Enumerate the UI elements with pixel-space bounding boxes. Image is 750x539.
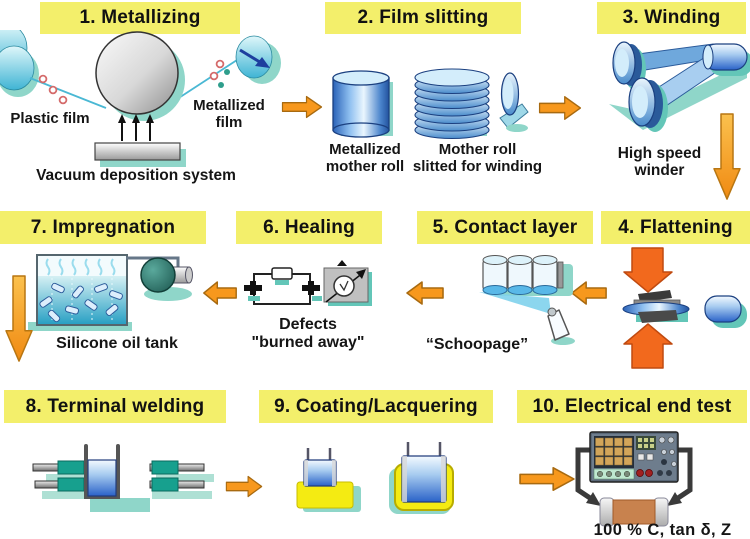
terminal-welding-illustration bbox=[32, 444, 214, 512]
impregnation-illustration bbox=[28, 254, 193, 331]
metallized-film-caption: Metallized film bbox=[193, 97, 265, 131]
arrow-step4-to-step5 bbox=[571, 281, 607, 305]
spray-cone bbox=[479, 292, 551, 314]
arrow-step7-to-step8 bbox=[5, 275, 33, 362]
contact-layer-illustration bbox=[479, 255, 575, 345]
press-arrow-down bbox=[623, 247, 673, 293]
slit-roll-discs bbox=[414, 68, 490, 140]
vapor-arrows bbox=[118, 114, 154, 141]
capacitor-dipping bbox=[303, 459, 337, 487]
arrow-step2-to-step3 bbox=[538, 96, 582, 120]
metallizing-illustration bbox=[0, 30, 281, 167]
element-shadow bbox=[90, 498, 150, 512]
holder-frame bbox=[84, 444, 120, 499]
step5-label: 5. Contact layer bbox=[417, 211, 593, 244]
tank-shadow bbox=[28, 322, 132, 331]
capacitor-element bbox=[87, 459, 117, 497]
step3-label: 3. Winding bbox=[597, 2, 746, 34]
silicone-tank-caption: Silicone oil tank bbox=[56, 335, 178, 352]
step1-label: 1. Metallizing bbox=[40, 2, 240, 34]
arrow-step9-to-step10 bbox=[519, 467, 575, 491]
pipe bbox=[126, 256, 180, 270]
winder-caption: High speed winder bbox=[617, 145, 702, 180]
plastic-film-caption: Plastic film bbox=[10, 110, 90, 127]
deposition-source-plate bbox=[94, 142, 181, 161]
test-leads bbox=[575, 447, 693, 503]
chip-capacitor-body bbox=[612, 499, 656, 525]
press-arrow-up bbox=[623, 323, 673, 369]
coating-illustration bbox=[296, 442, 454, 514]
mother-roll-body bbox=[332, 77, 390, 131]
step10-label: 10. Electrical end test bbox=[517, 390, 747, 423]
plastic-film-roll bbox=[0, 45, 35, 91]
slitted-roll-caption: Mother roll slitted for winding bbox=[412, 141, 543, 175]
vacuum-system-caption: Vacuum deposition system bbox=[36, 167, 236, 184]
capacitor-coated bbox=[401, 455, 447, 503]
step9-label: 9. Coating/Lacquering bbox=[259, 390, 493, 423]
end-test-caption: 100 % C, tan δ, Z bbox=[593, 521, 732, 539]
arrow-step1-to-step2 bbox=[281, 95, 323, 119]
capacitor-symbol bbox=[271, 267, 293, 280]
mother-roll-caption: Metallized mother roll bbox=[325, 141, 405, 175]
arrow-step5-to-step6 bbox=[406, 281, 444, 305]
step8-label: 8. Terminal welding bbox=[4, 390, 226, 423]
healing-caption: Defects "burned away" bbox=[251, 316, 365, 351]
coating-drum bbox=[95, 31, 179, 115]
end-test-illustration bbox=[575, 431, 693, 527]
film-slitting-illustration bbox=[332, 68, 529, 140]
capacitor-elements bbox=[482, 255, 564, 295]
healing-illustration bbox=[244, 260, 372, 306]
step2-label: 2. Film slitting bbox=[325, 2, 521, 34]
step7-label: 7. Impregnation bbox=[0, 211, 206, 244]
flattening-illustration bbox=[622, 247, 747, 369]
arrow-step3-to-step4 bbox=[713, 113, 741, 200]
schoopage-caption: “Schoopage” bbox=[425, 336, 529, 353]
meter-gauge bbox=[333, 275, 355, 297]
step4-label: 4. Flattening bbox=[601, 211, 750, 244]
winding-illustration bbox=[609, 41, 750, 132]
pump bbox=[140, 257, 176, 293]
arrow-step6-to-step7 bbox=[203, 281, 237, 305]
wound-element bbox=[704, 295, 742, 323]
arrow-step8-to-step9 bbox=[225, 475, 263, 498]
weld-electrodes bbox=[57, 460, 179, 492]
step6-label: 6. Healing bbox=[236, 211, 382, 244]
capacitor-capsules bbox=[39, 282, 123, 323]
vapor-squiggles bbox=[45, 258, 116, 276]
